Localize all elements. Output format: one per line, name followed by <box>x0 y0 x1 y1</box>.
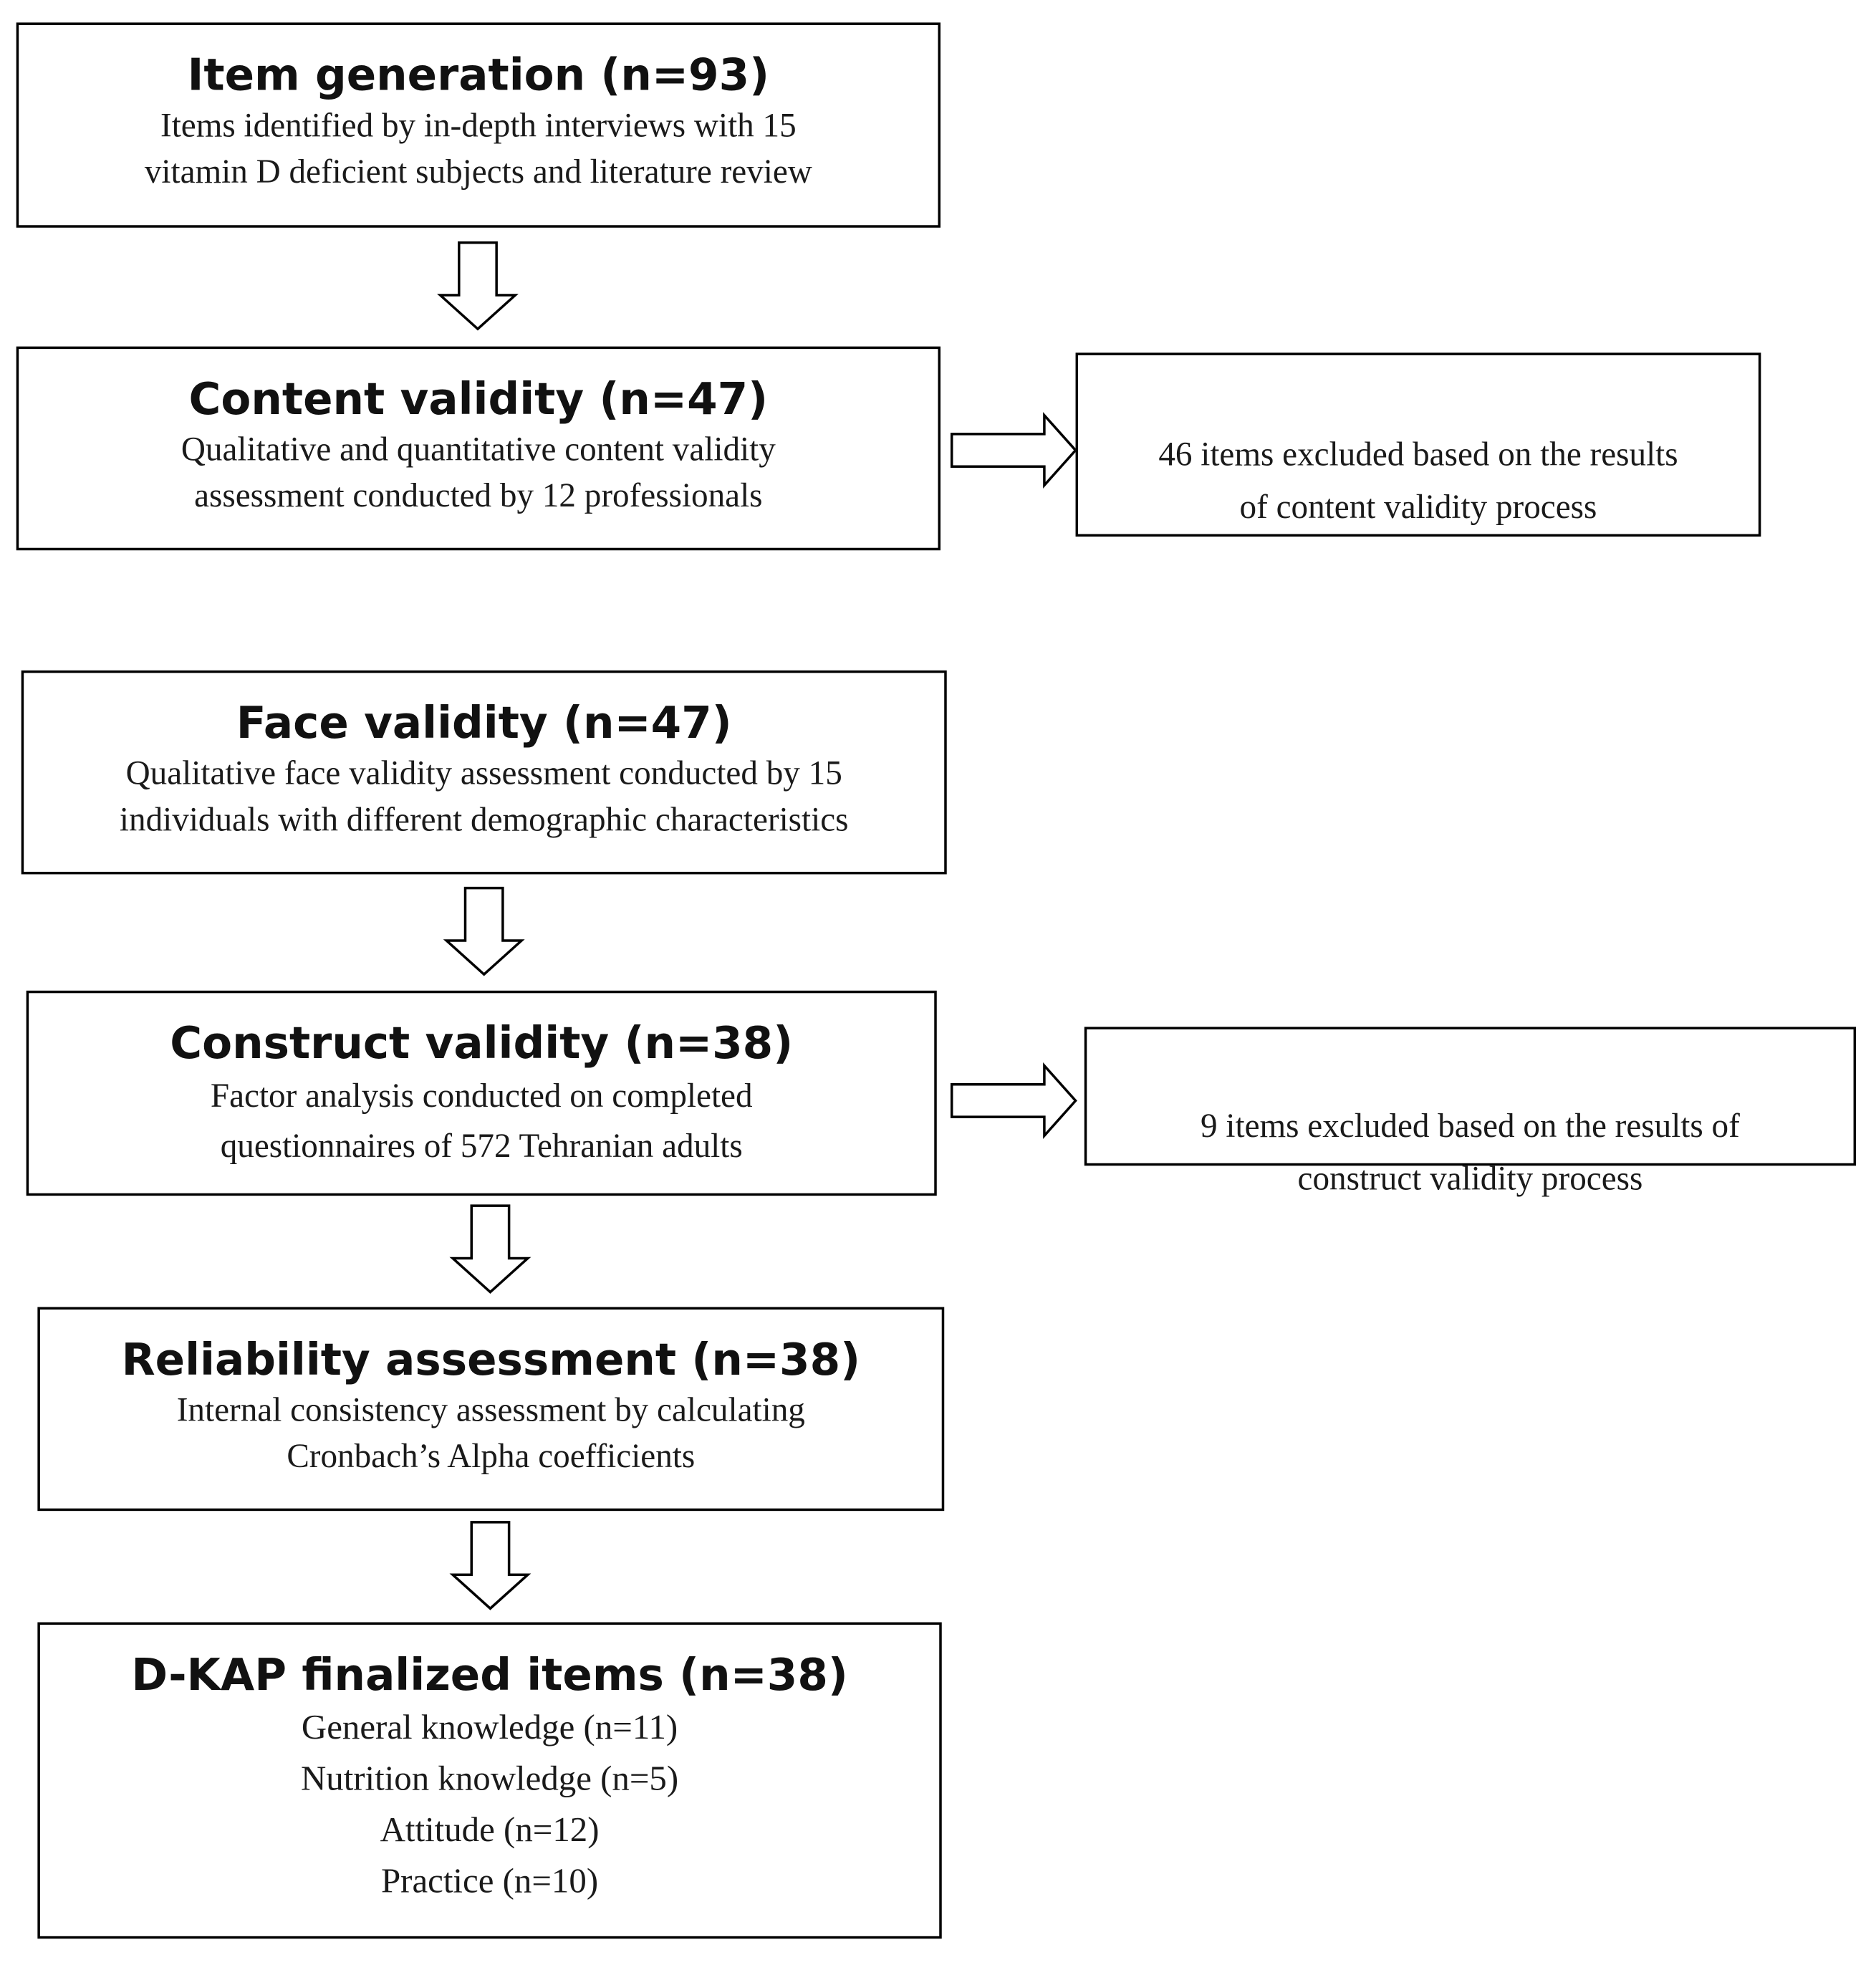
item-generation-box: Item generation (n=93) Items identified … <box>16 22 941 228</box>
content-validity-description: Qualitative and quantitative content val… <box>181 430 776 514</box>
right-arrow-icon <box>950 1062 1077 1139</box>
item-generation-description: Items identified by in-depth interviews … <box>144 106 812 191</box>
reliability-description: Internal consistency assessment by calcu… <box>176 1390 805 1475</box>
reliability-box: Reliability assessment (n=38) Internal c… <box>37 1307 945 1512</box>
construct-validity-box: Construct validity (n=38) Factor analysi… <box>26 990 937 1196</box>
content-exclusion-box: 46 items excluded based on the results o… <box>1075 352 1761 537</box>
content-validity-box: Content validity (n=47) Qualitative and … <box>16 346 941 551</box>
finalized-item-general-knowledge: General knowledge (n=11) <box>301 1709 678 1748</box>
item-generation-title: Item generation (n=93) <box>187 51 770 102</box>
construct-exclusion-box: 9 items excluded based on the results of… <box>1084 1027 1857 1197</box>
down-arrow-icon <box>449 1521 531 1610</box>
face-validity-box: Face validity (n=47) Qualitative face va… <box>21 670 947 875</box>
finalized-items-title: D-KAP finalized items (n=38) <box>131 1651 848 1701</box>
down-arrow-icon <box>449 1204 531 1294</box>
right-arrow-icon <box>950 412 1077 489</box>
face-validity-description: Qualitative face validity assessment con… <box>119 754 849 838</box>
finalized-item-nutrition-knowledge: Nutrition knowledge (n=5) <box>300 1759 679 1799</box>
finalized-item-attitude: Attitude (n=12) <box>380 1811 600 1850</box>
construct-validity-title: Construct validity (n=38) <box>170 1019 794 1070</box>
content-validity-title: Content validity (n=47) <box>188 375 769 426</box>
construct-validity-description: Factor analysis conducted on completed q… <box>210 1077 753 1165</box>
face-validity-title: Face validity (n=47) <box>236 699 732 749</box>
down-arrow-icon <box>437 241 519 331</box>
finalized-items-box: D-KAP finalized items (n=38) General kno… <box>37 1622 942 1939</box>
down-arrow-icon <box>443 886 525 976</box>
reliability-title: Reliability assessment (n=38) <box>121 1335 861 1386</box>
finalized-item-practice: Practice (n=10) <box>380 1862 599 1901</box>
construct-exclusion-text: 9 items excluded based on the results of… <box>1201 1107 1740 1197</box>
content-exclusion-text: 46 items excluded based on the results o… <box>1158 435 1678 526</box>
